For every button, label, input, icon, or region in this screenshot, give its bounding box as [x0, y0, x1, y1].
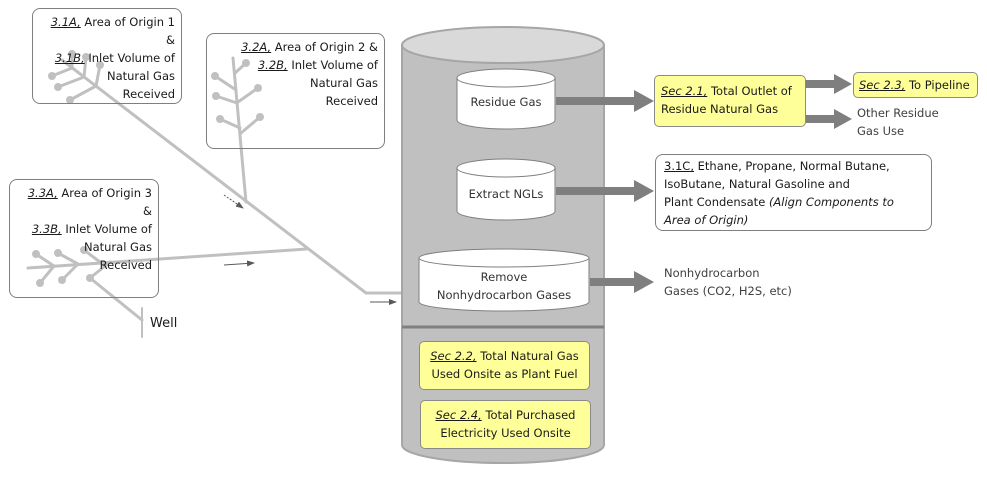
other-residue-line2: Gas Use — [857, 124, 905, 138]
arrow-residue-to-outlet — [556, 90, 654, 112]
origin-1-line4: Received — [122, 87, 175, 101]
well-label: Well — [150, 316, 178, 331]
remove-nonhydrocarbon-label: Remove Nonhydrocarbon Gases — [419, 268, 589, 304]
ngl-line2: IsoButane, Natural Gasoline and — [664, 177, 850, 191]
plant-fuel-box: Sec 2.2, Total Natural Gas Used Onsite a… — [419, 341, 590, 390]
plant-fuel-ref: Sec 2.2, — [430, 349, 477, 363]
origin-1-inlet-ref: 3.1B, — [54, 51, 85, 65]
origin-1-area-text: Area of Origin 1 & — [80, 15, 175, 47]
pipeline-ref: Sec 2.3, — [859, 78, 906, 92]
extract-ngls-vessel — [456, 158, 556, 221]
remove-line1: Remove — [480, 270, 528, 284]
arrow-to-pipeline — [806, 74, 852, 94]
plant-fuel-text: Total Natural Gas — [476, 349, 579, 363]
origin-3-line4: Received — [99, 258, 152, 272]
well-line — [88, 276, 144, 322]
flow-arrow-origin-3 — [223, 260, 255, 267]
total-outlet-ref: Sec 2.1, — [661, 84, 708, 98]
arrow-to-other-residue — [806, 109, 852, 129]
origin-2-area-ref: 3.2A, — [241, 40, 272, 54]
remove-nonhydrocarbon-vessel — [418, 248, 590, 312]
electricity-text: Total Purchased — [481, 408, 576, 422]
gathering-pipelines — [26, 50, 404, 338]
arrow-ngl-to-products — [556, 180, 654, 202]
origin-3-line3: Natural Gas — [83, 240, 152, 254]
extract-ngls-label: Extract NGLs — [468, 187, 544, 201]
total-outlet-line2: Residue Natural Gas — [661, 102, 779, 116]
electricity-line2: Electricity Used Onsite — [440, 426, 571, 440]
ngl-line4-italic: Area of Origin) — [664, 213, 749, 227]
nonhydrocarbon-line2: Gases (CO2, H2S, etc) — [664, 284, 792, 298]
origin-2-line4: Received — [325, 94, 378, 108]
pipeline-origin-2 — [231, 56, 248, 204]
branch — [56, 75, 86, 89]
total-outlet-text: Total Outlet of — [707, 84, 792, 98]
residue-gas-label: Residue Gas — [470, 95, 542, 109]
total-outlet-box: Sec 2.1, Total Outlet of Residue Natural… — [654, 75, 806, 127]
origin-3-area-ref: 3.3A, — [27, 186, 58, 200]
ngl-line3-plain: Plant Condensate — [664, 195, 769, 209]
origin-1-area-ref: 3.1A, — [50, 15, 81, 29]
origin-1-line3: Natural Gas — [106, 69, 175, 83]
pipeline-text: To Pipeline — [905, 78, 970, 92]
origin-1-box: 3.1A, Area of Origin 1 & 3.1B, Inlet Vol… — [32, 8, 182, 104]
residue-gas-vessel — [456, 68, 556, 130]
pipeline-origin-3 — [26, 247, 309, 270]
other-residue-label: Other Residue Gas Use — [857, 104, 939, 140]
electricity-box: Sec 2.4, Total Purchased Electricity Use… — [420, 400, 591, 449]
ngl-line1: Ethane, Propane, Normal Butane, — [693, 159, 890, 173]
other-residue-line1: Other Residue — [857, 106, 939, 120]
origin-2-line3: Natural Gas — [309, 76, 378, 90]
nonhydrocarbon-gases-label: Nonhydrocarbon Gases (CO2, H2S, etc) — [664, 264, 792, 300]
origin-2-inlet-ref: 3.2B, — [257, 58, 288, 72]
origin-3-box: 3.3A, Area of Origin 3 & 3.3B, Inlet Vol… — [9, 179, 159, 298]
origin-3-area-text: Area of Origin 3 & — [57, 186, 152, 218]
nonhydrocarbon-line1: Nonhydrocarbon — [664, 266, 760, 280]
pipeline-box: Sec 2.3, To Pipeline — [853, 72, 978, 98]
branch — [68, 84, 98, 102]
origin-2-area-text: Area of Origin 2 & — [271, 40, 378, 54]
remove-line2: Nonhydrocarbon Gases — [436, 288, 572, 302]
ngl-ref: 3.1C, — [664, 159, 694, 173]
origin-3-inlet-ref: 3.3B, — [31, 222, 62, 236]
origin-1-inlet-text: Inlet Volume of — [84, 51, 175, 65]
origin-2-box: 3.2A, Area of Origin 2 & 3.2B, Inlet Vol… — [206, 33, 385, 149]
ngl-line3-italic: (Align Components to — [768, 195, 894, 209]
arrow-nonhydrocarbon-out — [590, 271, 654, 293]
flow-arrow-origin-2 — [223, 194, 244, 209]
output-arrows — [556, 74, 852, 293]
ngl-products-box: 3.1C, Ethane, Propane, Normal Butane, Is… — [655, 154, 932, 231]
origin-3-inlet-text: Inlet Volume of — [61, 222, 152, 236]
electricity-ref: Sec 2.4, — [435, 408, 482, 422]
origin-2-inlet-text: Inlet Volume of — [287, 58, 378, 72]
pipeline-origin-1 — [60, 58, 404, 295]
plant-fuel-line2: Used Onsite as Plant Fuel — [431, 367, 578, 381]
